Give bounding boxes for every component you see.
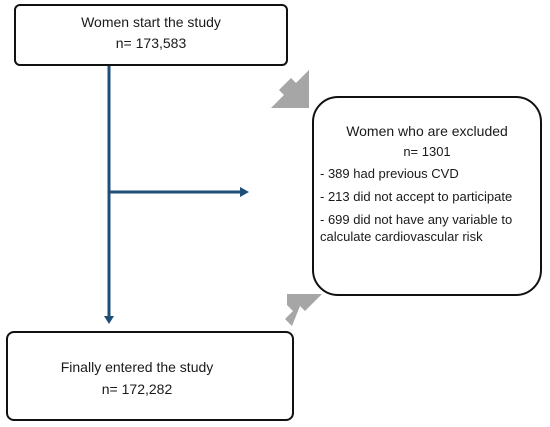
exclusion-branch-arrowhead [240, 187, 249, 197]
start-box-count: n= 173,583 [115, 35, 187, 51]
start-study-box: Women start the study n= 173,583 [14, 4, 288, 66]
excluded-box-title: Women who are excluded [346, 123, 508, 139]
exclusion-reasons-list: - 389 had previous CVD - 213 did not acc… [314, 165, 540, 245]
final-box-count: n= 172,282 [101, 381, 173, 397]
final-study-box: Finally entered the study n= 172,282 [6, 331, 294, 421]
chevron-arrow-to-final [285, 294, 322, 326]
start-box-title: Women start the study [81, 14, 221, 30]
chevron-arrow-to-excluded [271, 70, 309, 108]
main-flow-arrowhead [104, 316, 114, 324]
exclusion-reason: - 699 did not have any variable to calcu… [320, 212, 513, 244]
exclusion-reason: - 213 did not accept to participate [320, 189, 513, 204]
excluded-box-count: n= 1301 [403, 144, 451, 159]
exclusion-reason: - 389 had previous CVD [320, 166, 459, 181]
excluded-box: Women who are excluded n= 1301 - 389 had… [312, 96, 542, 296]
final-box-title: Finally entered the study [60, 359, 214, 375]
